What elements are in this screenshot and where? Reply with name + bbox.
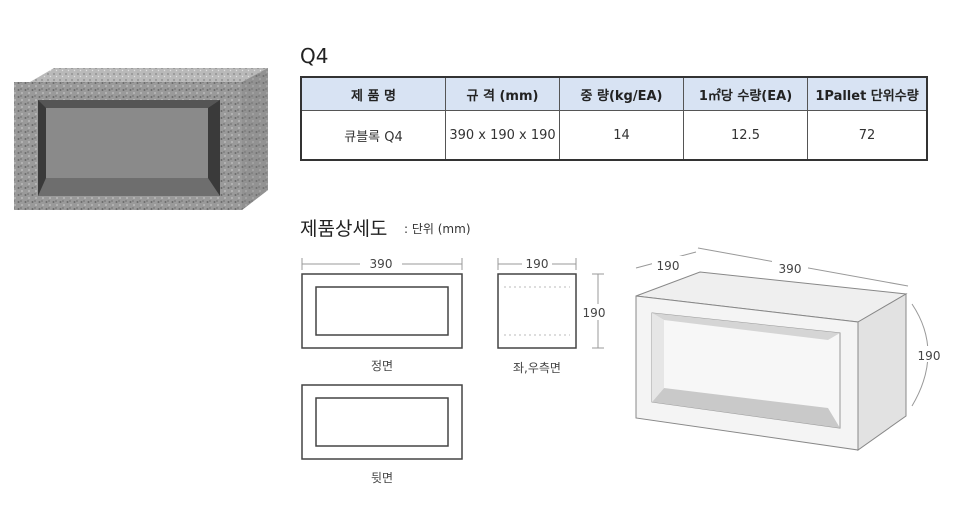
iso-view: 190 390 190 bbox=[635, 247, 944, 451]
header-weight: 중 량(kg/EA) bbox=[559, 77, 684, 111]
product-photo bbox=[14, 68, 268, 210]
back-view: 뒷면 bbox=[301, 384, 463, 485]
header-qty-per-pallet: 1Pallet 단위수량 bbox=[807, 77, 928, 111]
front-label: 정면 bbox=[371, 359, 393, 373]
side-width-dim: 190 bbox=[526, 257, 549, 271]
product-code: Q4 bbox=[300, 44, 329, 68]
iso-width-dim: 390 bbox=[779, 262, 802, 276]
header-size: 규 격 (mm) bbox=[445, 77, 560, 111]
detail-unit-note: : 단위 (mm) bbox=[404, 222, 471, 236]
back-label: 뒷면 bbox=[371, 471, 393, 485]
front-width-dim: 390 bbox=[370, 257, 393, 271]
side-height-dim: 190 bbox=[583, 306, 606, 320]
cell-product-name: 큐블록 Q4 bbox=[300, 110, 446, 160]
header-product-name: 제 품 명 bbox=[300, 77, 446, 111]
iso-depth-dim: 190 bbox=[657, 259, 680, 273]
cell-size: 390 x 190 x 190 bbox=[445, 110, 560, 160]
table-header-row: 제 품 명 규 격 (mm) 중 량(kg/EA) 1㎡당 수량(EA) 1Pa… bbox=[300, 77, 928, 111]
cell-weight: 14 bbox=[559, 110, 684, 160]
side-view: 190 190 좌,우측면 bbox=[497, 257, 608, 375]
cell-qty-per-pallet: 72 bbox=[807, 110, 928, 160]
header-qty-per-m2: 1㎡당 수량(EA) bbox=[683, 77, 808, 111]
cell-qty-per-m2: 12.5 bbox=[683, 110, 808, 160]
spec-table: 제 품 명 규 격 (mm) 중 량(kg/EA) 1㎡당 수량(EA) 1Pa… bbox=[300, 76, 928, 161]
table-row: 큐블록 Q4 390 x 190 x 190 14 12.5 72 bbox=[300, 110, 928, 160]
detail-title: 제품상세도 bbox=[300, 218, 388, 240]
iso-height-dim: 190 bbox=[918, 349, 941, 363]
side-label: 좌,우측면 bbox=[513, 361, 561, 375]
front-view: 390 정면 bbox=[301, 257, 463, 373]
